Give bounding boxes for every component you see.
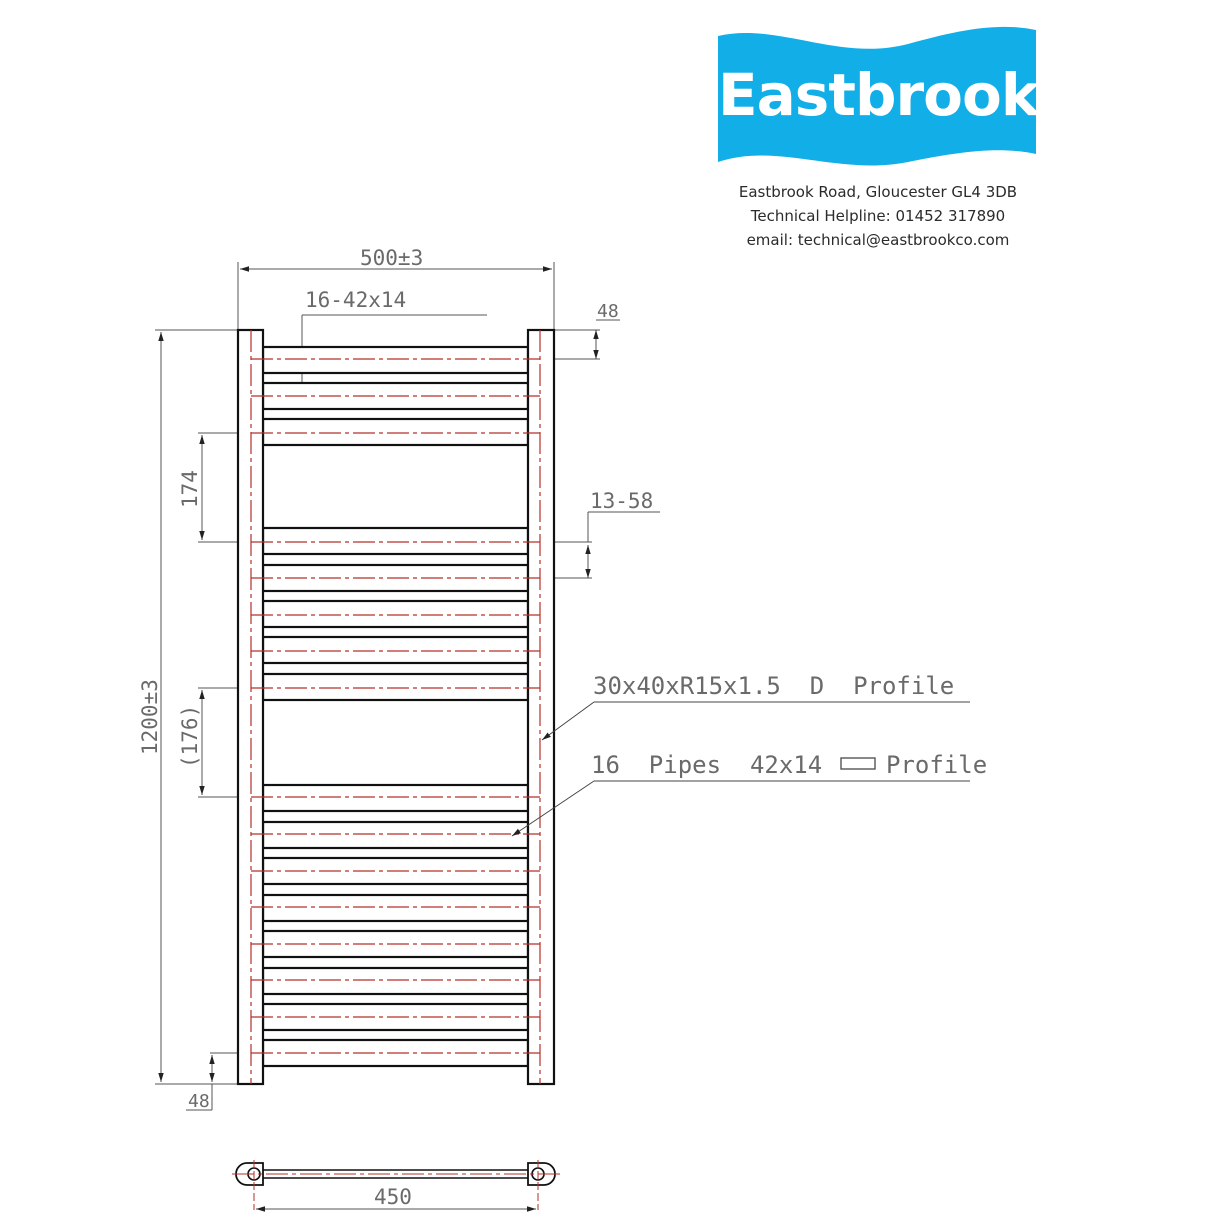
- wave-banner-icon: [718, 26, 1036, 166]
- pipe: [261, 599, 530, 629]
- pitch-dimension: [554, 511, 660, 579]
- pipe: [261, 820, 530, 850]
- address-line: Eastbrook Road, Gloucester GL4 3DB: [738, 183, 1018, 201]
- pipes-profile-suffix: Profile: [886, 751, 987, 779]
- pipes: [261, 345, 530, 1068]
- rail-profile-label: 30x40xR15x1.5 D Profile: [593, 672, 954, 700]
- pipe: [261, 417, 530, 447]
- pipe: [261, 893, 530, 923]
- pipe: [261, 635, 530, 665]
- overall-height-label: 1200±3: [138, 679, 162, 755]
- top-offset-dimension: [554, 319, 620, 360]
- centerlines: [251, 358, 540, 1054]
- pipe: [261, 783, 530, 813]
- width-dimension: [237, 262, 555, 330]
- contact-block: Eastbrook Road, Gloucester GL4 3DB Techn…: [700, 180, 1056, 252]
- helpline-line: Technical Helpline: 01452 317890: [750, 207, 1006, 225]
- top-offset-label: 48: [597, 301, 619, 322]
- plan-view: [232, 1160, 560, 1212]
- email-line: email: technical@eastbrookco.com: [746, 231, 1010, 249]
- pipe: [261, 672, 530, 702]
- upper-gap-label: 174: [178, 470, 202, 508]
- right-rail: [526, 328, 556, 1086]
- pipe: [261, 966, 530, 996]
- pipe: [261, 345, 530, 375]
- brand-logo: Eastbrook: [718, 22, 1039, 172]
- rectangular-profile-icon: [840, 757, 876, 770]
- centres-label: 450: [374, 1185, 412, 1209]
- pipe-spec-short-label: 16-42x14: [305, 288, 406, 312]
- pipes-count-label: 16 Pipes 42x14: [591, 751, 822, 779]
- brand-name: Eastbrook: [718, 61, 1039, 129]
- rail-profile-leader: [541, 701, 970, 741]
- pipe: [261, 526, 530, 556]
- pipes-profile-leader: [511, 780, 970, 837]
- pitch-label: 13-58: [590, 489, 653, 513]
- overall-width-label: 500±3: [360, 246, 423, 270]
- height-dimension: [155, 329, 238, 1085]
- bottom-offset-label: 48: [188, 1091, 210, 1112]
- lower-gap-label: (176): [178, 705, 202, 768]
